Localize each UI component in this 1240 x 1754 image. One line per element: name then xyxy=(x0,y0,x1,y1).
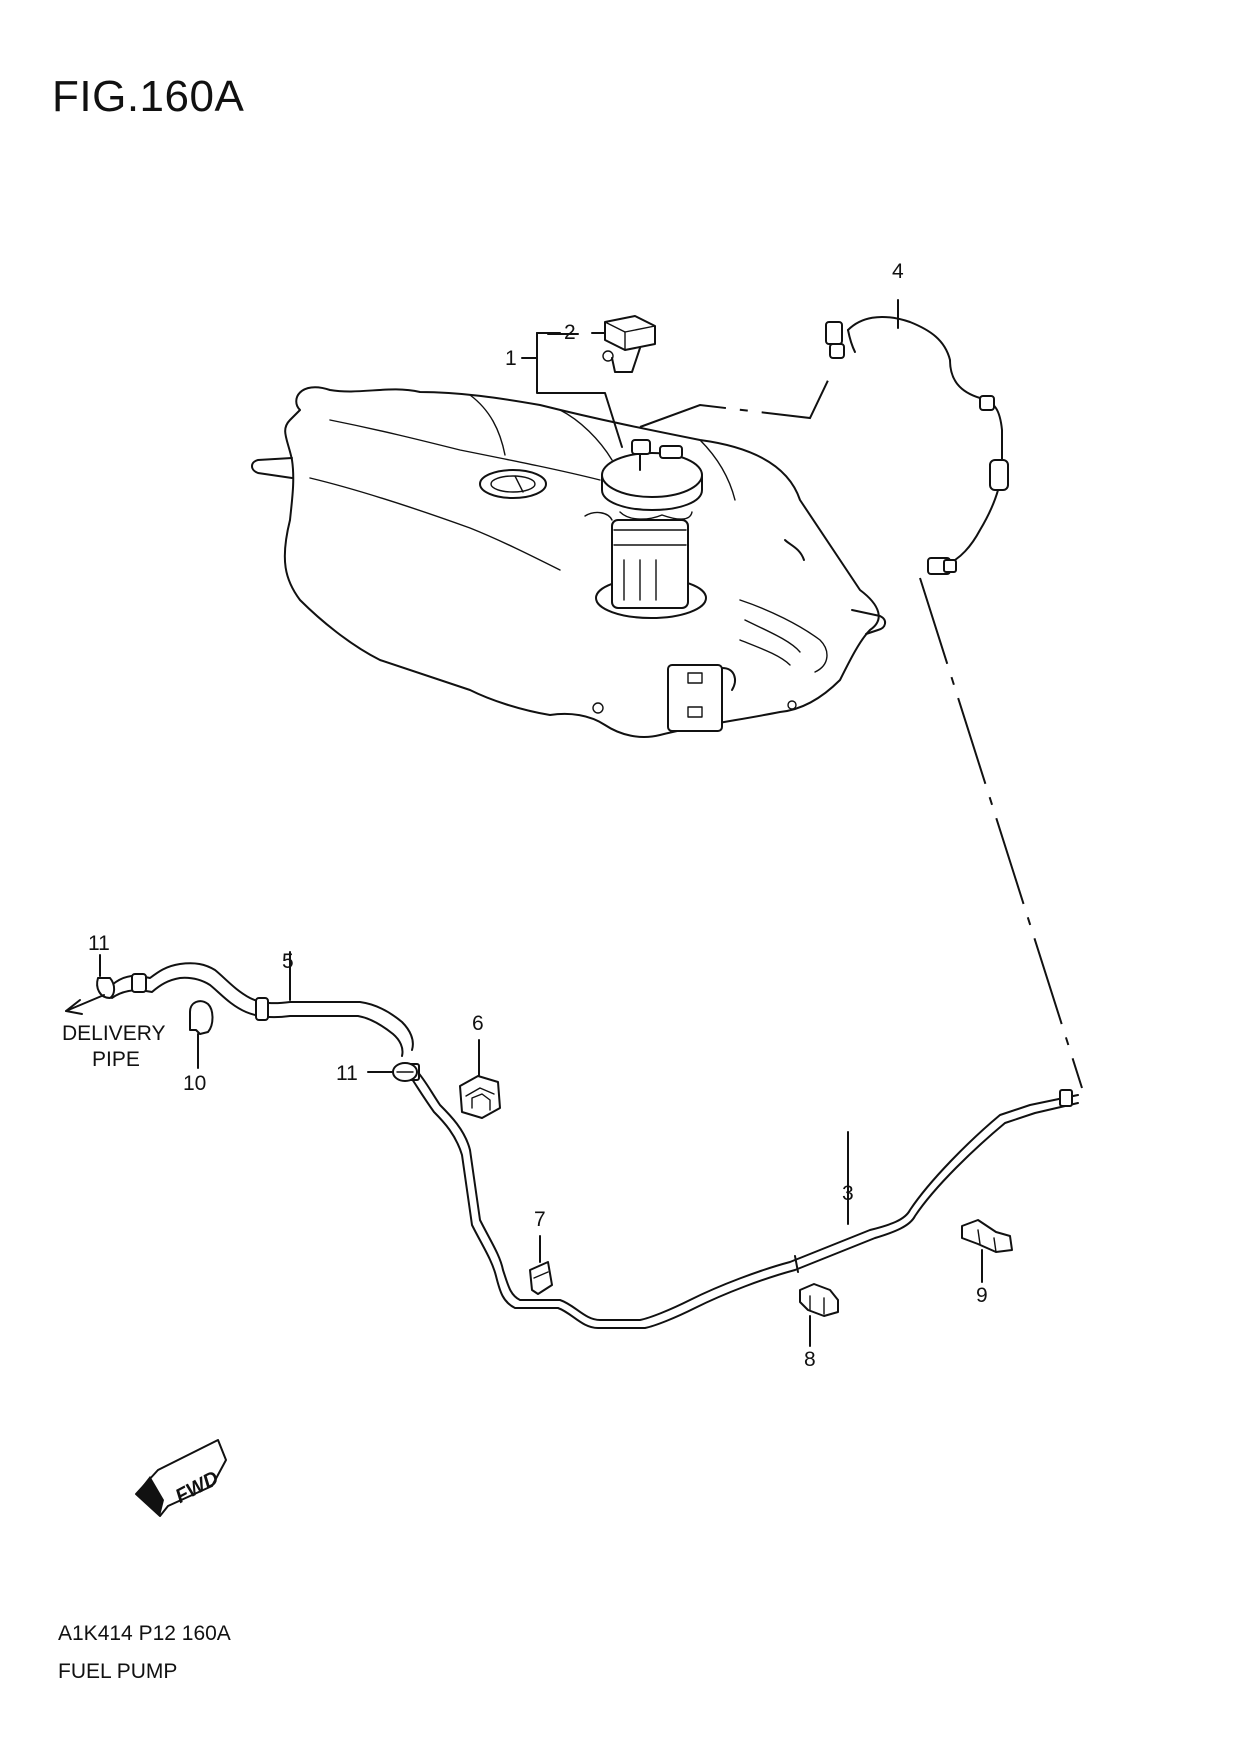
fuel-tank[interactable] xyxy=(251,386,886,738)
callout-3: 3 xyxy=(842,1182,854,1205)
callout-5: 5 xyxy=(282,950,294,973)
pump-connector-part-2[interactable] xyxy=(602,315,656,373)
fwd-direction-badge: FWD xyxy=(135,1439,227,1517)
callout-11-a: 11 xyxy=(88,932,110,955)
clip-part-10[interactable] xyxy=(189,1000,214,1069)
pipe-clamp-part-8[interactable] xyxy=(799,1283,839,1347)
callout-11-b: 11 xyxy=(336,1062,358,1085)
hose-clamp-part-11-a[interactable] xyxy=(96,954,116,999)
callout-8: 8 xyxy=(804,1348,816,1371)
callout-1: 1 xyxy=(505,347,517,370)
wiring-harness-part-4[interactable] xyxy=(639,299,1009,575)
callout-4: 4 xyxy=(892,260,904,283)
pipe-clamp-part-9[interactable] xyxy=(961,1219,1013,1283)
figure-title: FIG.160A xyxy=(52,72,245,121)
leader-1-2 xyxy=(521,332,623,448)
footer-name: FUEL PUMP xyxy=(58,1660,178,1683)
pipe-clamp-part-6[interactable] xyxy=(459,1039,501,1119)
callout-7: 7 xyxy=(534,1208,546,1231)
footer-code: A1K414 P12 160A xyxy=(58,1622,231,1645)
callout-10: 10 xyxy=(183,1072,206,1095)
delivery-pipe-arrow xyxy=(65,994,105,1015)
delivery-pipe-label-line1: DELIVERY xyxy=(62,1022,166,1045)
hose-clamp-part-11-b[interactable] xyxy=(367,1062,418,1082)
pipe-clamp-part-7[interactable] xyxy=(529,1235,553,1295)
callout-6: 6 xyxy=(472,1012,484,1035)
fuel-pump-assembly[interactable] xyxy=(584,439,703,609)
callout-9: 9 xyxy=(976,1284,988,1307)
fuel-hose-part-5[interactable] xyxy=(111,951,414,1057)
delivery-pipe-label-line2: PIPE xyxy=(92,1048,140,1071)
callout-2: 2 xyxy=(564,321,576,344)
